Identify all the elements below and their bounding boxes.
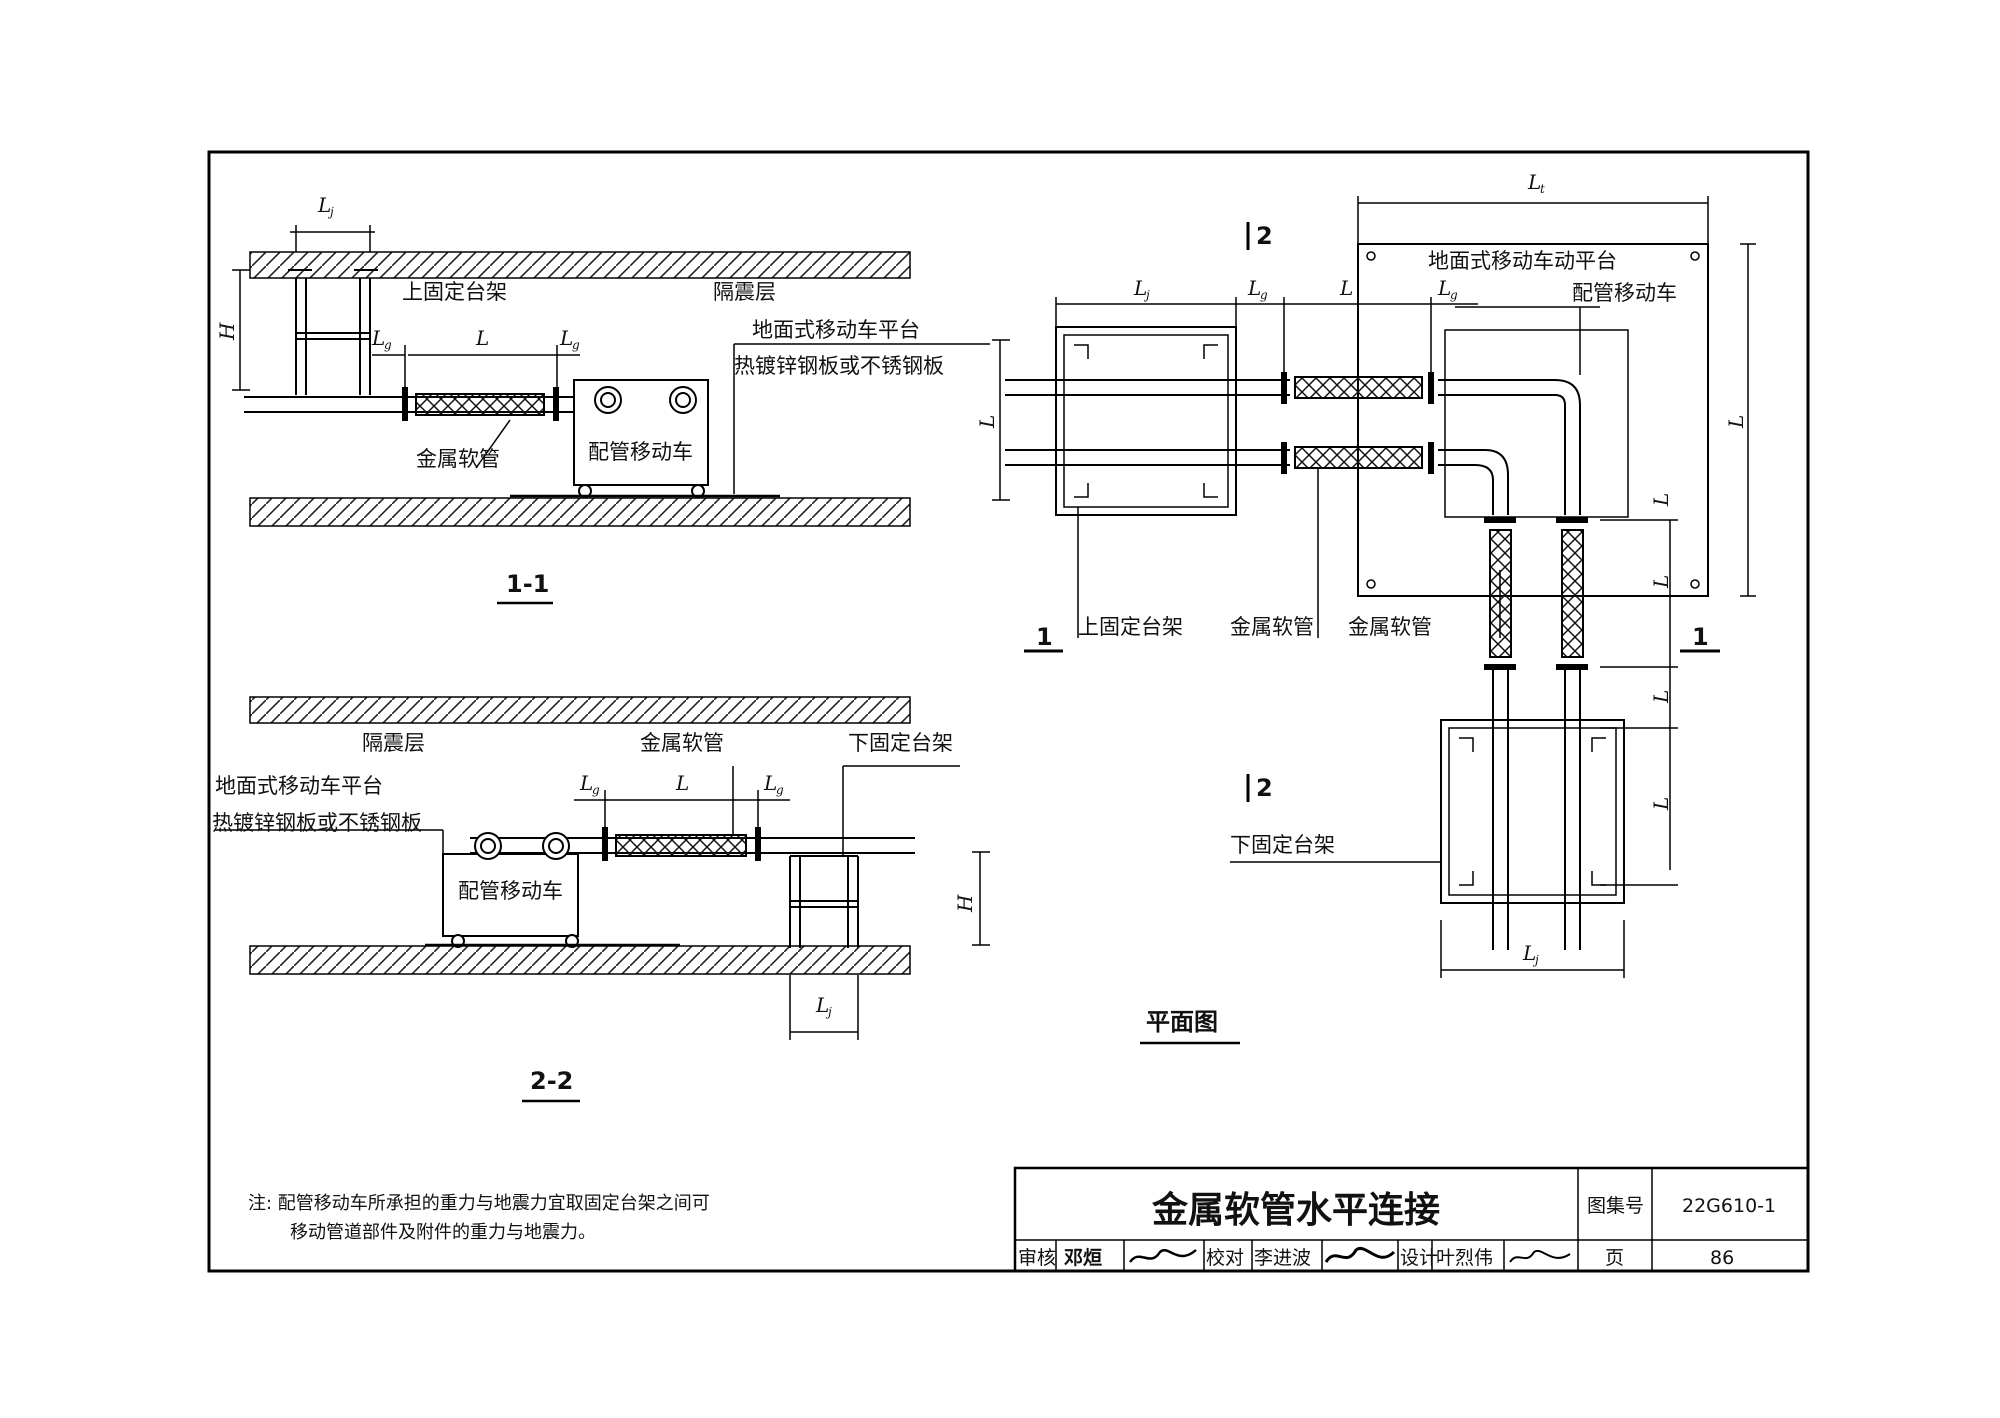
metal-hose-2-2	[615, 834, 747, 857]
metal-hose-1-1	[415, 393, 545, 416]
design-label: 设计	[1400, 1247, 1438, 1269]
check-name: 李进波	[1254, 1247, 1311, 1269]
check-label: 校对	[1206, 1247, 1244, 1269]
platform-label-2-2: 地面式移动车平台	[215, 774, 383, 798]
svg-text:j: j	[1143, 288, 1150, 302]
note-line-2: 移动管道部件及附件的重力与地震力。	[290, 1222, 596, 1243]
page-label: 页	[1605, 1247, 1624, 1269]
svg-text:L: L	[1649, 575, 1673, 589]
bottom-slab-1-1	[249, 497, 911, 527]
metal-hose-label-plan-1: 金属软管	[1230, 615, 1314, 639]
plate-material-label-2-2: 热镀锌钢板或不锈钢板	[212, 811, 422, 835]
svg-text:L: L	[317, 193, 331, 217]
platform-plate-plan	[1357, 243, 1709, 597]
platform-label-plan: 地面式移动车动平台	[1428, 249, 1617, 273]
cart-label-1-1: 配管移动车	[588, 440, 693, 464]
svg-text:j: j	[825, 1005, 832, 1019]
review-label: 审核	[1018, 1247, 1056, 1269]
upper-bracket-label-1-1: 上固定台架	[402, 280, 507, 304]
svg-text:j: j	[327, 205, 334, 219]
svg-text:g: g	[592, 783, 600, 797]
svg-text:j: j	[1532, 953, 1539, 967]
svg-text:L: L	[1247, 276, 1261, 300]
svg-text:g: g	[384, 338, 392, 352]
svg-text:L: L	[1649, 690, 1673, 704]
svg-text:L: L	[1649, 493, 1673, 507]
svg-text:L: L	[1724, 415, 1748, 429]
svg-text:L: L	[975, 415, 999, 429]
isolation-layer-label-2-2: 隔震层	[362, 731, 425, 755]
metal-hose-plan-h2	[1294, 446, 1423, 469]
cart-2-2	[442, 853, 579, 937]
lower-bracket-frame	[789, 855, 859, 948]
svg-text:L: L	[475, 326, 489, 350]
design-name: 叶烈伟	[1436, 1247, 1493, 1269]
top-slab-2-2	[249, 696, 911, 724]
top-slab-1-1	[249, 251, 911, 279]
section-1-1-title: 1-1	[506, 570, 549, 598]
review-signature	[1128, 1249, 1197, 1263]
metal-hose-label-1-1: 金属软管	[416, 447, 500, 471]
svg-text:L: L	[1649, 797, 1673, 811]
metal-hose-plan-h1	[1294, 376, 1423, 399]
svg-text:g: g	[572, 338, 580, 352]
page-no: 86	[1710, 1247, 1734, 1269]
cart-label-2-2: 配管移动车	[458, 879, 563, 903]
cut-1-left: 1	[1036, 623, 1053, 651]
metal-hose-label-2-2: 金属软管	[640, 731, 724, 755]
cut-2-bottom: 2	[1256, 774, 1273, 802]
upper-bracket-label-plan: 上固定台架	[1078, 615, 1183, 639]
cart-outline-plan	[1444, 329, 1629, 518]
metal-hose-label-plan-2: 金属软管	[1348, 615, 1432, 639]
design-signature	[1509, 1249, 1571, 1263]
plan-title: 平面图	[1146, 1008, 1218, 1036]
svg-text:t: t	[1540, 182, 1545, 196]
svg-text:L: L	[1133, 276, 1147, 300]
review-name: 邓烜	[1064, 1247, 1102, 1269]
isolation-layer-label-1-1: 隔震层	[713, 280, 776, 304]
check-signature	[1324, 1246, 1396, 1263]
section-2-2	[215, 696, 990, 1040]
section-1-1	[232, 225, 990, 527]
svg-text:L: L	[763, 771, 777, 795]
upper-bracket-frame	[288, 269, 378, 395]
svg-text:L: L	[1522, 941, 1536, 965]
atlas-no: 22G610-1	[1682, 1195, 1776, 1217]
lower-bracket-plan	[1440, 719, 1625, 904]
svg-text:g: g	[1260, 288, 1268, 302]
upper-bracket-plan	[1055, 326, 1237, 516]
svg-text:L: L	[559, 326, 573, 350]
title-block	[1013, 1166, 1810, 1273]
svg-text:g: g	[776, 783, 784, 797]
platform-label-1-1: 地面式移动车平台	[752, 318, 920, 342]
svg-text:L: L	[579, 771, 593, 795]
section-2-2-title: 2-2	[530, 1067, 573, 1095]
svg-text:L: L	[675, 771, 689, 795]
svg-text:H: H	[953, 894, 977, 913]
bottom-slab-2-2	[249, 945, 911, 975]
svg-text:L: L	[1437, 276, 1451, 300]
cut-1-right: 1	[1692, 623, 1709, 651]
svg-text:L: L	[815, 993, 829, 1017]
plate-material-label-1-1: 热镀锌钢板或不锈钢板	[734, 354, 944, 378]
svg-text:L: L	[1339, 276, 1353, 300]
lower-bracket-label-2-2: 下固定台架	[848, 731, 953, 755]
metal-hose-plan-v2	[1561, 529, 1584, 658]
sheet-frame	[207, 150, 1810, 1273]
note-line-1: 注: 配管移动车所承担的重力与地震力宜取固定台架之间可	[248, 1193, 710, 1214]
svg-text:L: L	[371, 326, 385, 350]
svg-text:L: L	[1527, 170, 1541, 194]
drawing-title: 金属软管水平连接	[1151, 1189, 1440, 1231]
cut-2-top: 2	[1256, 222, 1273, 250]
svg-text:g: g	[1450, 288, 1458, 302]
atlas-no-label: 图集号	[1587, 1195, 1644, 1217]
lower-bracket-label-plan: 下固定台架	[1230, 833, 1335, 857]
svg-text:H: H	[215, 322, 239, 341]
plan-view	[992, 196, 1756, 978]
cart-label-plan: 配管移动车	[1572, 281, 1677, 305]
